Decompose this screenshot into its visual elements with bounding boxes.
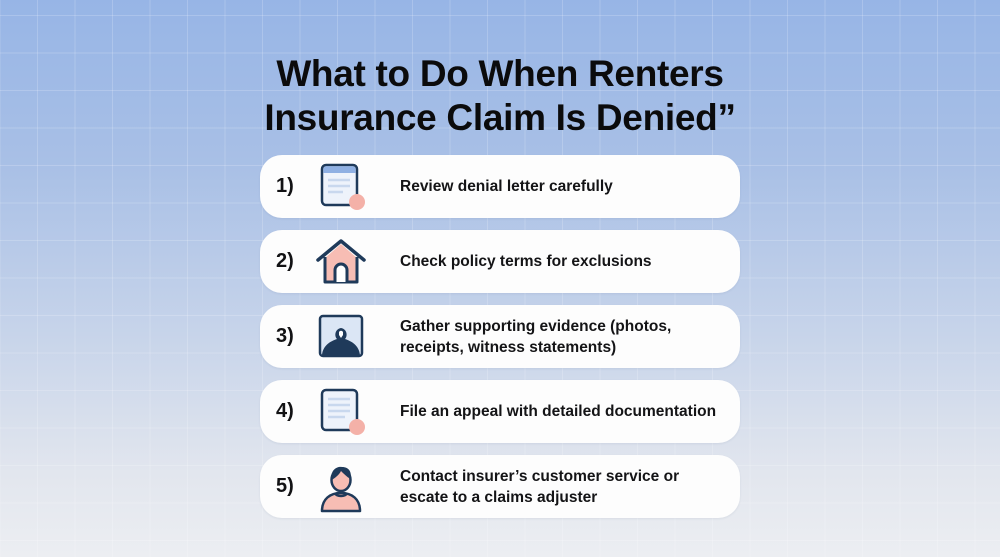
house-icon [313, 234, 369, 290]
document-icon [313, 159, 369, 215]
step-card-1: 1) Review denial letter carefully [260, 155, 740, 218]
document-icon [313, 384, 369, 440]
title-line-2: Insurance Claim Is Denied” [264, 97, 736, 138]
page-title: What to Do When Renters Insurance Claim … [0, 52, 1000, 140]
step-text: Review denial letter carefully [400, 178, 613, 195]
step-number: 5) [276, 475, 294, 497]
step-card-2: 2) Check policy terms for exclusions [260, 230, 740, 293]
step-number: 1) [276, 175, 294, 197]
step-number: 2) [276, 250, 294, 272]
step-number: 4) [276, 400, 294, 422]
steps-list: 1) Review denial letter carefully 2) Che [260, 155, 740, 530]
step-card-5: 5) Contact insurer’s customer service or… [260, 455, 740, 518]
step-text: Gather supporting evidence (photos, rece… [400, 317, 672, 356]
step-number: 3) [276, 325, 294, 347]
step-card-3: 3) Gather supporting evidence (photos, r… [260, 305, 740, 368]
step-text: Contact insurer’s customer service or es… [400, 467, 680, 506]
title-line-1: What to Do When Renters [276, 53, 724, 94]
person-icon [313, 459, 369, 515]
step-text: Check policy terms for exclusions [400, 253, 652, 270]
step-card-4: 4) File an appeal with detailed document… [260, 380, 740, 443]
step-text: File an appeal with detailed documentati… [400, 403, 717, 420]
photo-icon [313, 309, 369, 365]
